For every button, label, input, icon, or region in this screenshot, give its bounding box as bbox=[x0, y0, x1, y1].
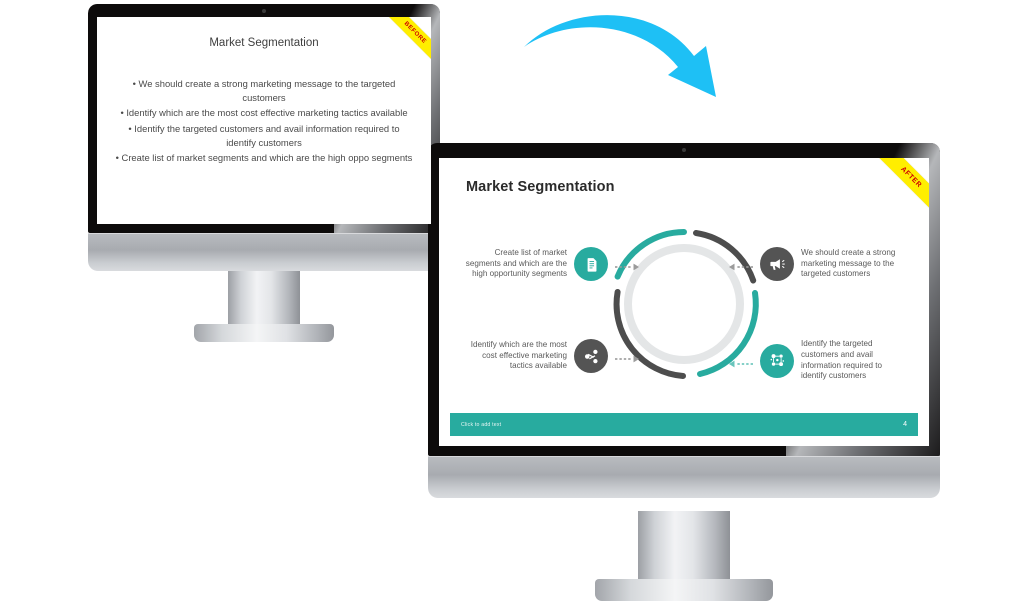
webcam-icon bbox=[682, 148, 686, 152]
before-bullet-item: • Identify which are the most cost effec… bbox=[120, 107, 408, 119]
megaphone-icon bbox=[760, 247, 794, 281]
before-slide-title: Market Segmentation bbox=[209, 37, 319, 49]
cycle-ring bbox=[595, 215, 773, 393]
cycle-node-label: Identify the targeted customers and avai… bbox=[801, 339, 882, 381]
connector-dots-right bbox=[615, 351, 641, 363]
before-bullet-item: • Create list of market segments and whi… bbox=[115, 152, 413, 164]
network-group-icon bbox=[760, 343, 794, 378]
slide-comparison-stage: Market Segmentation • We should create a… bbox=[88, 4, 940, 601]
after-corner-ribbon: AFTER bbox=[877, 158, 929, 210]
before-bullet-item: • Identify the targeted customers and av… bbox=[128, 122, 400, 148]
webcam-icon bbox=[262, 9, 266, 13]
before-bullet-item: • We should create a strong marketing me… bbox=[132, 78, 396, 103]
after-monitor: Market Segmentation bbox=[428, 143, 940, 601]
after-monitor-base bbox=[595, 579, 773, 601]
before-slide: Market Segmentation • We should create a… bbox=[97, 17, 431, 224]
after-slide-title: Market Segmentation bbox=[466, 179, 615, 195]
arc-bottom-left bbox=[613, 289, 686, 379]
after-screen: Market Segmentation bbox=[439, 158, 929, 446]
after-monitor-neck bbox=[638, 511, 730, 583]
before-monitor: Market Segmentation • We should create a… bbox=[88, 4, 440, 342]
share-nodes-icon bbox=[574, 339, 608, 373]
cycle-node-label: We should create a strong marketing mess… bbox=[801, 247, 896, 279]
before-monitor-bezel: Market Segmentation • We should create a… bbox=[88, 4, 440, 233]
after-slide: Market Segmentation bbox=[439, 158, 929, 446]
cycle-node-label: Create list of market segments and which… bbox=[465, 247, 567, 279]
footer-placeholder-text[interactable]: Click to add text bbox=[461, 421, 502, 428]
before-monitor-chin bbox=[88, 233, 440, 271]
cycle-node-bottom-left: Identify which are the most cost effecti… bbox=[463, 339, 641, 373]
document-list-icon bbox=[574, 247, 608, 281]
slide-page-number: 4 bbox=[903, 421, 907, 428]
arc-bottom-right bbox=[697, 290, 759, 377]
cycle-node-bottom-right: Identify the targeted customers and avai… bbox=[727, 339, 905, 382]
before-monitor-neck bbox=[228, 271, 300, 328]
connector-dots-left bbox=[727, 356, 753, 367]
cycle-diagram: Create list of market segments and which… bbox=[439, 195, 929, 413]
after-monitor-bezel: Market Segmentation bbox=[428, 143, 940, 456]
cycle-arcs bbox=[613, 229, 759, 379]
cycle-node-label: Identify which are the most cost effecti… bbox=[470, 339, 567, 371]
cycle-node-top-left: Create list of market segments and which… bbox=[463, 247, 641, 281]
before-monitor-body: Market Segmentation • We should create a… bbox=[88, 4, 440, 271]
transition-arrow-icon bbox=[524, 15, 716, 97]
cycle-node-top-right: We should create a strong marketing mess… bbox=[727, 247, 905, 281]
before-screen: Market Segmentation • We should create a… bbox=[97, 17, 431, 224]
before-corner-ribbon: BEFORE bbox=[385, 17, 431, 63]
after-monitor-body: Market Segmentation bbox=[428, 143, 940, 498]
connector-dots-left bbox=[727, 259, 753, 271]
before-ribbon-label: BEFORE bbox=[386, 17, 431, 62]
after-ribbon-label: AFTER bbox=[878, 158, 929, 210]
before-bullet-list: • We should create a strong marketing me… bbox=[113, 77, 415, 167]
connector-dots-right bbox=[615, 259, 641, 271]
slide-footer-bar: Click to add text 4 bbox=[450, 413, 918, 436]
after-monitor-chin bbox=[428, 456, 940, 498]
arc-top-left bbox=[614, 229, 687, 280]
before-monitor-base bbox=[194, 324, 334, 342]
arc-top-right bbox=[693, 230, 757, 284]
